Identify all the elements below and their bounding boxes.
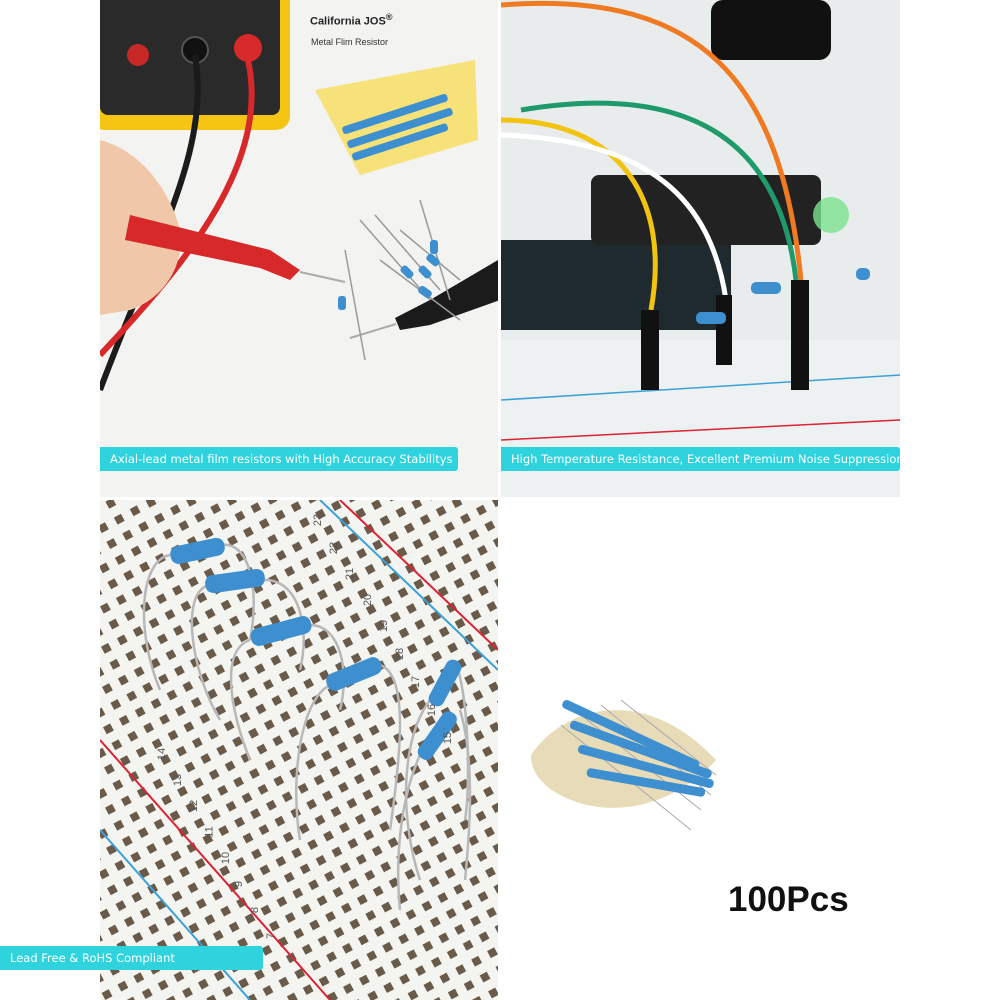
row-number: 14 [156,747,169,761]
pack-resistor-bodies [562,699,714,797]
panel-divider-vertical [498,0,501,1000]
breadboard-illustration [100,500,498,1000]
row-number: 8 [249,906,262,914]
breadboard-resistors [170,537,462,760]
row-number: 7 [265,932,278,940]
row-number: 19 [378,619,391,633]
brand-name: California JOS [310,15,386,28]
arduino-board [501,240,731,330]
multimeter-illustration [100,0,498,392]
quantity-label: 100Pcs [728,880,849,919]
breadboard-rail-line [319,500,498,671]
red-probe-tip [299,271,346,283]
loose-resistors [344,199,461,361]
arduino-photo-panel: High Temperature Resistance, Excellent P… [501,0,900,497]
row-number: 10 [220,851,233,865]
red-lead-wire [100,59,255,358]
feature-caption-temperature: High Temperature Resistance, Excellent P… [501,447,900,471]
resistor-pack-illustration [531,699,717,831]
feature-caption-rohs: Lead Free & RoHS Compliant [0,946,263,970]
white-jumper-wire [501,132,729,301]
row-number: 16 [426,703,439,717]
breadboard-rail-line [501,419,900,441]
brand-title: California JOS® [310,12,393,28]
resistor-leads [142,543,472,911]
breadboard-rail-line [100,739,331,1000]
jumper-pin [641,310,659,390]
panel-divider-horizontal [100,497,900,500]
loose-resistor-bodies [338,240,440,310]
ma-jack [127,44,149,66]
registered-mark: ® [385,12,393,22]
multimeter-photo-panel: Axial-lead metal film resistors with Hig… [100,0,498,497]
green-jumper-wire [520,100,799,281]
row-number: 12 [188,799,201,813]
battery-pack [711,0,831,60]
red-probe [125,215,300,280]
breadboard-rail-line [100,829,251,1000]
resistor-pack-panel [501,500,900,1000]
yellow-jumper-wire [501,117,658,311]
board-resistors [696,268,870,324]
orange-jumper-wire [501,0,804,281]
breadboard-rail-line [339,500,498,651]
brand-subtitle: Metal Flim Resistor [311,37,389,47]
arduino-illustration [501,0,900,497]
row-number: 20 [362,593,375,607]
row-number: 23 [312,513,325,527]
row-number: 21 [344,567,357,581]
black-probe-tip [349,323,397,339]
feature-caption-accuracy: Axial-lead metal film resistors with Hig… [100,447,458,471]
jumper-pin [791,280,809,390]
row-number: 17 [410,675,423,689]
row-number: 11 [203,826,216,838]
row-number: 15 [442,731,455,745]
green-led [813,197,849,233]
v-jack [234,34,262,62]
row-number: 13 [172,773,185,787]
power-jack-cable [591,175,821,245]
row-number: 18 [394,647,407,661]
jumper-pin [716,295,732,365]
row-number: 22 [328,541,341,555]
breadboard-surface [501,340,900,497]
breadboard-rail-line [501,374,900,401]
row-number: 9 [233,880,246,888]
breadboard-photo-panel: 23 22 21 20 19 18 17 16 15 14 13 12 11 1… [100,500,498,1000]
black-probe [395,260,498,330]
tape-pack-resistors [342,93,453,161]
